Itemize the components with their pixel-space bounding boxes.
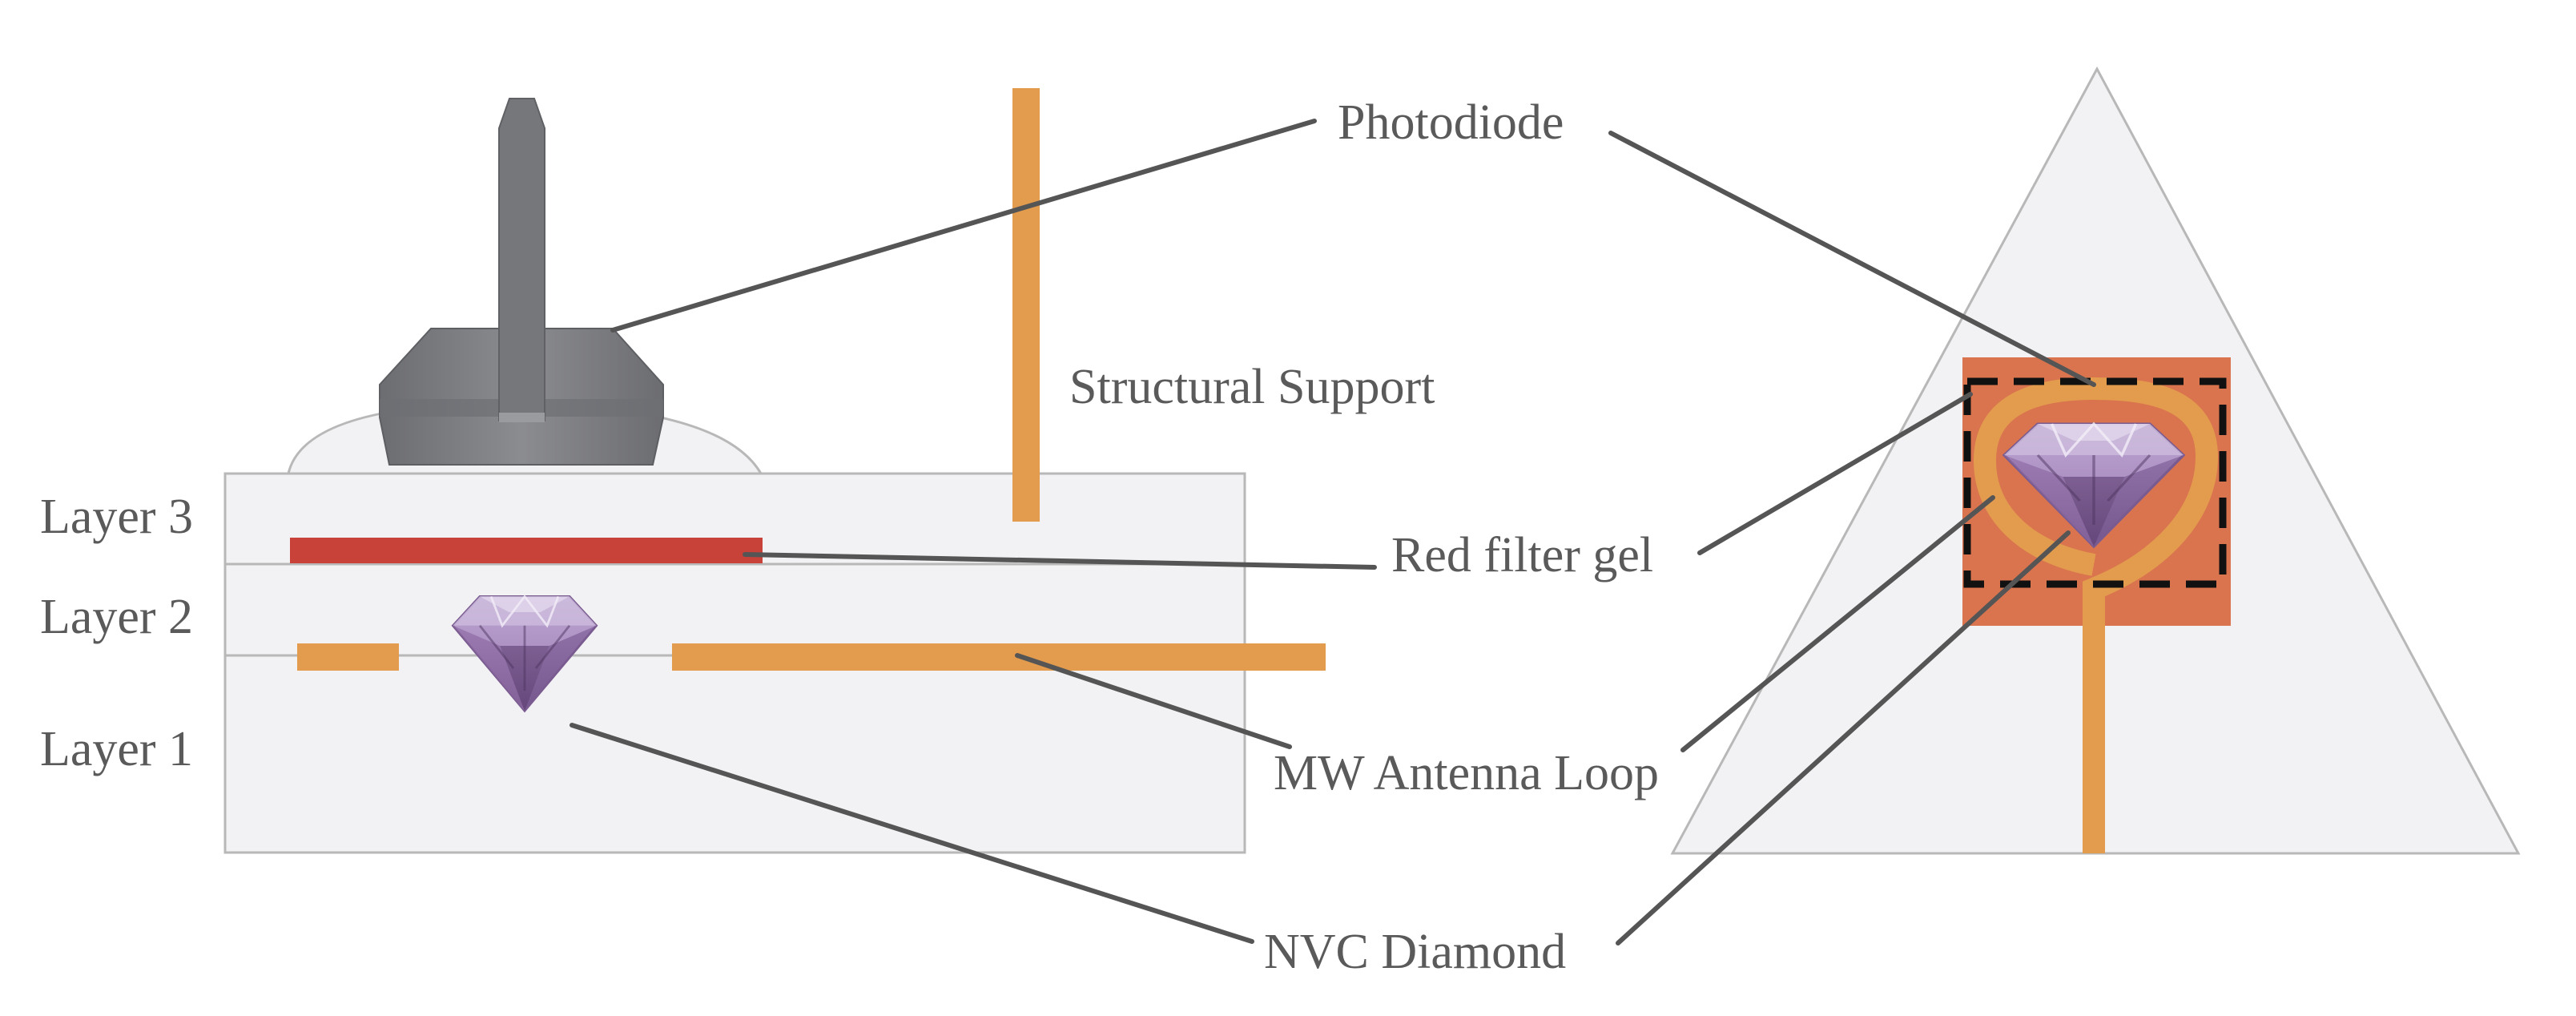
antenna-segment-left bbox=[297, 643, 399, 671]
structural-support-post bbox=[1012, 88, 1040, 522]
photodiode-footprint-outline bbox=[1963, 377, 2227, 588]
photodiode-leader-right bbox=[1608, 131, 2096, 387]
cross-section-view: Layer 3 Layer 2 Layer 1 Structural Suppo… bbox=[40, 88, 1435, 854]
red-filter-gel-strip bbox=[290, 538, 763, 563]
leader-lines bbox=[570, 119, 2096, 945]
antenna-loop bbox=[1973, 377, 2219, 605]
layer2-label: Layer 2 bbox=[40, 590, 193, 644]
layer3-label: Layer 3 bbox=[40, 490, 193, 544]
photodiode-icon bbox=[379, 98, 664, 466]
mw-antenna-leader-right bbox=[1680, 495, 1995, 752]
top-view bbox=[1670, 66, 2521, 855]
red-filter-gel-label: Red filter gel bbox=[1391, 528, 1653, 583]
nvc-diamond-label: NVC Diamond bbox=[1264, 925, 1566, 979]
mw-antenna-leader-left bbox=[1015, 653, 1292, 749]
antenna-segment-right bbox=[672, 643, 1326, 671]
photodiode-label: Photodiode bbox=[1338, 95, 1564, 150]
structural-support-label: Structural Support bbox=[1069, 360, 1435, 414]
nvc-diamond-leader-right bbox=[1616, 530, 2071, 945]
layer1-label: Layer 1 bbox=[40, 722, 193, 776]
nvc-diamond-leader-left bbox=[570, 723, 1254, 944]
photodiode-leader-left bbox=[610, 119, 1317, 333]
mw-antenna-loop-label: MW Antenna Loop bbox=[1274, 746, 1659, 800]
red-filter-leader-right bbox=[1697, 392, 1973, 555]
red-filter-leader-left bbox=[743, 552, 1377, 570]
antenna-feed-line bbox=[2083, 597, 2105, 853]
